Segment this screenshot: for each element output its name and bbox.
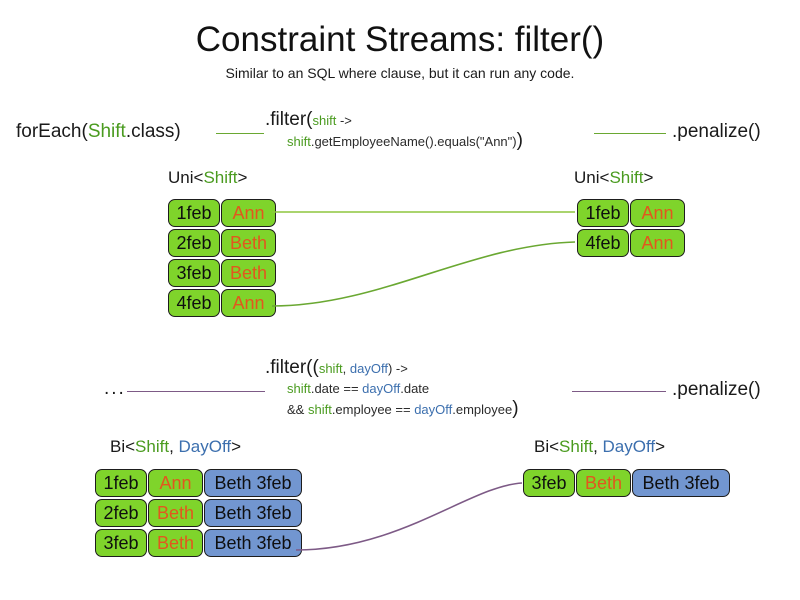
uni-input-date-cell: 2feb xyxy=(168,229,220,257)
uni-input-caption: Uni<Shift> xyxy=(168,168,247,188)
bi-link-3feb xyxy=(295,482,523,551)
uni-filter-body-rest: .getEmployeeName().equals("Ann") xyxy=(310,134,517,149)
bi-filter-line3-pre: && xyxy=(287,402,308,417)
bi-source-connector-rule xyxy=(127,391,265,392)
uni-input-caption-suffix: > xyxy=(237,168,248,187)
uni-filter-prefix: .filter( xyxy=(265,109,313,130)
bi-input-caption-type-b: DayOff xyxy=(178,437,232,456)
uni-input-name-cell: Ann xyxy=(221,199,276,227)
bi-output-caption-type-b: DayOff xyxy=(602,437,656,456)
uni-output-caption: Uni<Shift> xyxy=(574,168,653,188)
bi-input-caption-prefix: Bi< xyxy=(110,437,136,456)
uni-input-name-cell: Beth xyxy=(221,259,276,287)
bi-sink-expression: .penalize() xyxy=(672,379,761,400)
page-title: Constraint Streams: filter() xyxy=(195,20,605,59)
bi-output-caption: Bi<Shift, DayOff> xyxy=(534,437,665,457)
uni-source-suffix: .class) xyxy=(125,121,181,142)
bi-filter-param-b: dayOff xyxy=(349,361,388,376)
bi-input-name-cell: Beth xyxy=(148,499,203,527)
uni-input-date-cell: 4feb xyxy=(168,289,220,317)
uni-output-caption-suffix: > xyxy=(643,168,654,187)
bi-output-caption-sep: , xyxy=(593,437,603,456)
bi-filter-param-sep: , xyxy=(342,361,350,376)
uni-source-connector-rule xyxy=(216,133,264,134)
bi-filter-close-paren: ) xyxy=(512,398,519,419)
bi-input-date-cell: 2feb xyxy=(95,499,147,527)
uni-source-type: Shift xyxy=(87,121,126,142)
bi-output-name-cell: Beth xyxy=(576,469,631,497)
page-subtitle: Similar to an SQL where clause, but it c… xyxy=(225,65,575,81)
uni-filter-arrow: -> xyxy=(336,113,352,128)
uni-input-caption-type: Shift xyxy=(203,168,238,187)
uni-input-caption-prefix: Uni< xyxy=(168,168,204,187)
bi-input-caption-sep: , xyxy=(169,437,179,456)
uni-output-caption-prefix: Uni< xyxy=(574,168,610,187)
uni-input-name-cell: Beth xyxy=(221,229,276,257)
bi-input-caption: Bi<Shift, DayOff> xyxy=(110,437,241,457)
bi-input-caption-type-a: Shift xyxy=(135,437,170,456)
uni-filter-body-var: shift xyxy=(287,134,311,149)
uni-filter-param: shift xyxy=(312,113,337,128)
bi-input-date-cell: 3feb xyxy=(95,529,147,557)
uni-input-date-cell: 1feb xyxy=(168,199,220,227)
uni-filter-expression: .filter(shift -> shift.getEmployeeName()… xyxy=(265,110,523,152)
bi-input-caption-suffix: > xyxy=(231,437,242,456)
uni-link-4feb xyxy=(271,241,576,307)
bi-filter-line3-a: shift xyxy=(307,402,332,417)
uni-filter-close-paren: ) xyxy=(516,130,523,151)
bi-output-caption-suffix: > xyxy=(655,437,666,456)
uni-source-prefix: forEach( xyxy=(16,121,88,142)
uni-sink-expression: .penalize() xyxy=(672,121,761,142)
bi-filter-line3-mid: .employee == xyxy=(331,402,415,417)
bi-output-dayoff-cell: Beth 3feb xyxy=(632,469,730,497)
bi-filter-param-a: shift xyxy=(318,361,343,376)
bi-sink-connector-rule xyxy=(572,391,666,392)
uni-output-caption-type: Shift xyxy=(609,168,644,187)
bi-filter-line2-tail: .date xyxy=(400,381,430,396)
bi-output-caption-type-a: Shift xyxy=(559,437,594,456)
bi-input-dayoff-cell: Beth 3feb xyxy=(204,529,302,557)
uni-input-date-cell: 3feb xyxy=(168,259,220,287)
uni-sink-connector-rule xyxy=(594,133,666,134)
bi-filter-line3-tail: .employee xyxy=(452,402,513,417)
uni-output-date-cell: 4feb xyxy=(577,229,629,257)
bi-input-dayoff-cell: Beth 3feb xyxy=(204,469,302,497)
bi-input-dayoff-cell: Beth 3feb xyxy=(204,499,302,527)
bi-filter-line3-b: dayOff xyxy=(414,402,453,417)
uni-input-name-cell: Ann xyxy=(221,289,276,317)
uni-output-date-cell: 1feb xyxy=(577,199,629,227)
bi-filter-expression: .filter((shift, dayOff) -> shift.date ==… xyxy=(265,358,519,420)
bi-filter-line2-mid: .date == xyxy=(310,381,363,396)
bi-filter-arrow: ) -> xyxy=(387,361,408,376)
bi-output-date-cell: 3feb xyxy=(523,469,575,497)
bi-source-ellipsis: ... xyxy=(104,378,126,399)
bi-filter-line2-a: shift xyxy=(287,381,311,396)
bi-input-name-cell: Ann xyxy=(148,469,203,497)
bi-output-caption-prefix: Bi< xyxy=(534,437,560,456)
uni-source-expression: forEach(Shift.class) xyxy=(16,121,181,143)
bi-input-name-cell: Beth xyxy=(148,529,203,557)
bi-filter-line2-b: dayOff xyxy=(362,381,401,396)
bi-filter-prefix: .filter(( xyxy=(265,357,319,378)
bi-input-date-cell: 1feb xyxy=(95,469,147,497)
uni-output-name-cell: Ann xyxy=(630,229,685,257)
uni-output-name-cell: Ann xyxy=(630,199,685,227)
